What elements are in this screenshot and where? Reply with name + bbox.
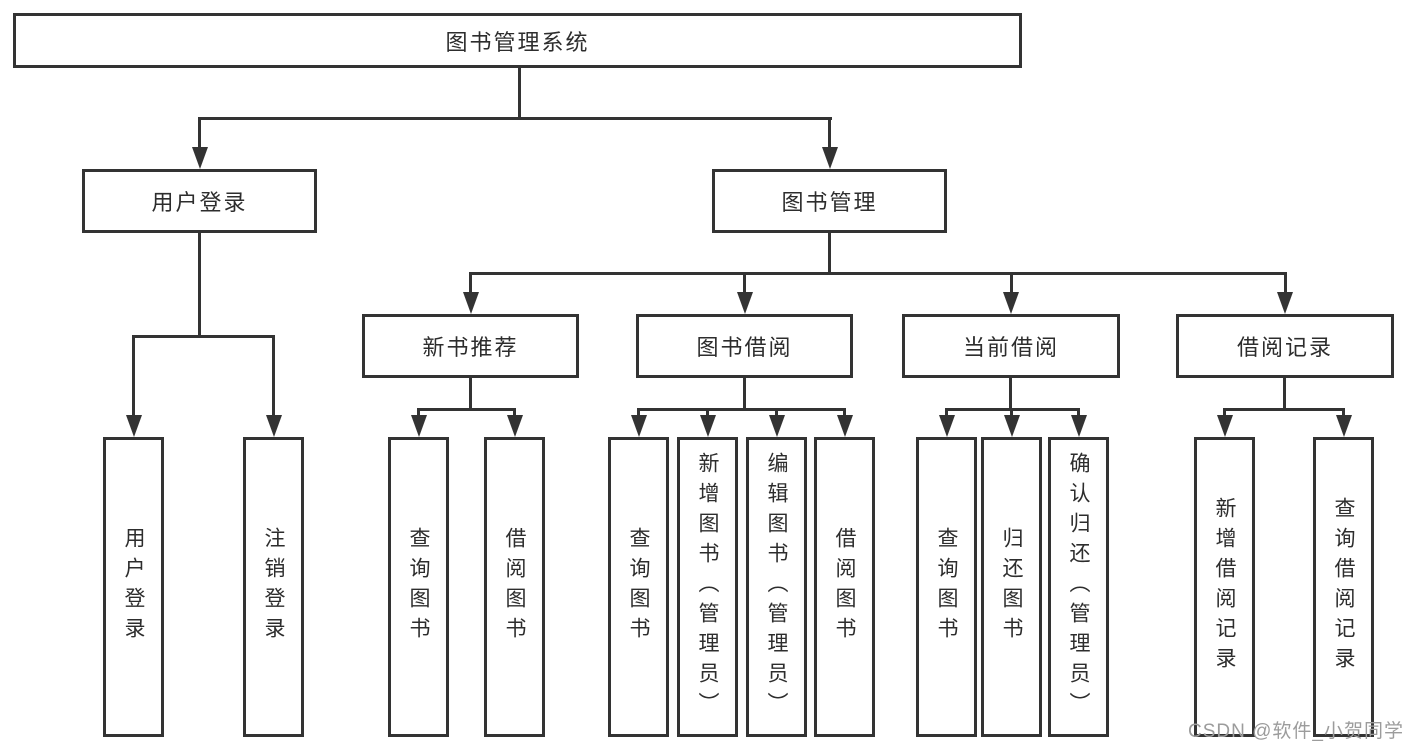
node-label: 图书管理 <box>781 190 878 215</box>
arrowhead-down-icon <box>1216 415 1233 437</box>
node-user-login: 用户登录 <box>82 169 317 233</box>
leaf-edit-books-admin: 编辑图书（管理员） <box>746 437 807 737</box>
leaf-label: 注销登录 <box>262 527 285 647</box>
arrow-stem <box>513 408 516 418</box>
connector-line <box>637 408 846 411</box>
leaf-add-borrow-record: 新增借阅记录 <box>1194 437 1255 737</box>
arrowhead-down-icon <box>191 147 208 169</box>
leaf-add-books-admin: 新增图书（管理员） <box>677 437 738 737</box>
connector-line <box>1283 378 1286 411</box>
arrowhead-down-icon <box>506 415 523 437</box>
connector-line <box>469 378 472 411</box>
arrowhead-down-icon <box>821 147 838 169</box>
arrow-stem <box>743 272 746 296</box>
connector-line <box>198 117 832 120</box>
leaf-label: 用户登录 <box>122 527 145 647</box>
arrowhead-down-icon <box>938 415 955 437</box>
arrow-stem <box>1010 408 1013 418</box>
leaf-label: 查询图书 <box>627 527 650 647</box>
csdn-watermark: CSDN @软件_小贺同学 <box>1188 721 1404 742</box>
leaf-label: 查询借阅记录 <box>1332 497 1355 677</box>
connector-line <box>828 233 831 275</box>
arrow-stem <box>1223 408 1226 418</box>
node-label: 用户登录 <box>151 190 248 215</box>
leaf-logout: 注销登录 <box>243 437 304 737</box>
connector-line <box>132 335 275 338</box>
arrowhead-down-icon <box>768 415 785 437</box>
leaf-label: 编辑图书（管理员） <box>765 452 788 722</box>
leaf-confirm-return-admin: 确认归还（管理员） <box>1048 437 1109 737</box>
arrowhead-down-icon <box>1277 292 1293 314</box>
node-book-borrow: 图书借阅 <box>636 314 853 378</box>
leaf-query-books-2: 查询图书 <box>608 437 669 737</box>
arrow-stem <box>1009 272 1013 296</box>
arrowhead-down-icon <box>699 415 716 437</box>
node-label: 借阅记录 <box>1236 335 1333 360</box>
leaf-query-books-1: 查询图书 <box>388 437 449 737</box>
leaf-borrow-books-2: 借阅图书 <box>814 437 875 737</box>
connector-line <box>1009 378 1012 411</box>
arrowhead-down-icon <box>410 415 427 437</box>
arrowhead-down-icon <box>736 292 753 314</box>
node-book-management: 图书管理 <box>712 169 947 233</box>
arrow-stem <box>272 335 275 419</box>
arrow-stem <box>132 335 135 419</box>
leaf-query-borrow-record: 查询借阅记录 <box>1313 437 1374 737</box>
arrow-stem <box>945 408 948 418</box>
arrowhead-down-icon <box>1070 415 1087 437</box>
node-label: 新书推荐 <box>422 335 519 360</box>
arrow-stem <box>1342 408 1345 418</box>
arrowhead-down-icon <box>1335 415 1352 437</box>
node-new-book-recommend: 新书推荐 <box>362 314 579 378</box>
arrow-stem <box>637 408 640 418</box>
arrowhead-down-icon <box>1003 415 1020 437</box>
leaf-label: 查询图书 <box>407 527 430 647</box>
leaf-label: 新增借阅记录 <box>1213 497 1236 677</box>
leaf-label: 新增图书（管理员） <box>696 452 719 722</box>
leaf-borrow-books-1: 借阅图书 <box>484 437 545 737</box>
arrow-stem <box>1283 272 1287 296</box>
arrow-stem <box>1077 408 1080 418</box>
connector-line <box>469 272 1285 275</box>
leaf-label: 借阅图书 <box>503 527 526 647</box>
node-label: 图书管理系统 <box>445 29 590 55</box>
leaf-user-login: 用户登录 <box>103 437 164 737</box>
node-current-borrow: 当前借阅 <box>902 314 1120 378</box>
node-label: 图书借阅 <box>696 335 793 360</box>
arrow-stem <box>828 117 831 149</box>
leaf-label: 确认归还（管理员） <box>1067 452 1090 722</box>
connector-line <box>1223 408 1344 411</box>
leaf-query-books-3: 查询图书 <box>916 437 977 737</box>
arrow-stem <box>417 408 420 418</box>
arrow-stem <box>775 408 778 418</box>
arrow-stem <box>198 117 201 149</box>
arrowhead-down-icon <box>265 415 282 437</box>
arrow-stem <box>469 272 472 296</box>
leaf-label: 借阅图书 <box>833 527 856 647</box>
leaf-return-books: 归还图书 <box>981 437 1042 737</box>
node-borrow-records: 借阅记录 <box>1176 314 1394 378</box>
arrowhead-down-icon <box>836 415 853 437</box>
node-label: 当前借阅 <box>962 335 1059 360</box>
arrowhead-down-icon <box>462 292 479 314</box>
arrowhead-down-icon <box>125 415 142 437</box>
arrow-stem <box>843 408 846 418</box>
node-library-system: 图书管理系统 <box>13 13 1022 68</box>
connector-line <box>198 233 201 338</box>
arrowhead-down-icon <box>1003 292 1019 314</box>
leaf-label: 查询图书 <box>935 527 958 647</box>
arrowhead-down-icon <box>630 415 647 437</box>
connector-line <box>417 408 516 411</box>
connector-line <box>518 68 521 120</box>
connector-line <box>743 378 746 411</box>
leaf-label: 归还图书 <box>1000 527 1023 647</box>
arrow-stem <box>706 408 709 418</box>
